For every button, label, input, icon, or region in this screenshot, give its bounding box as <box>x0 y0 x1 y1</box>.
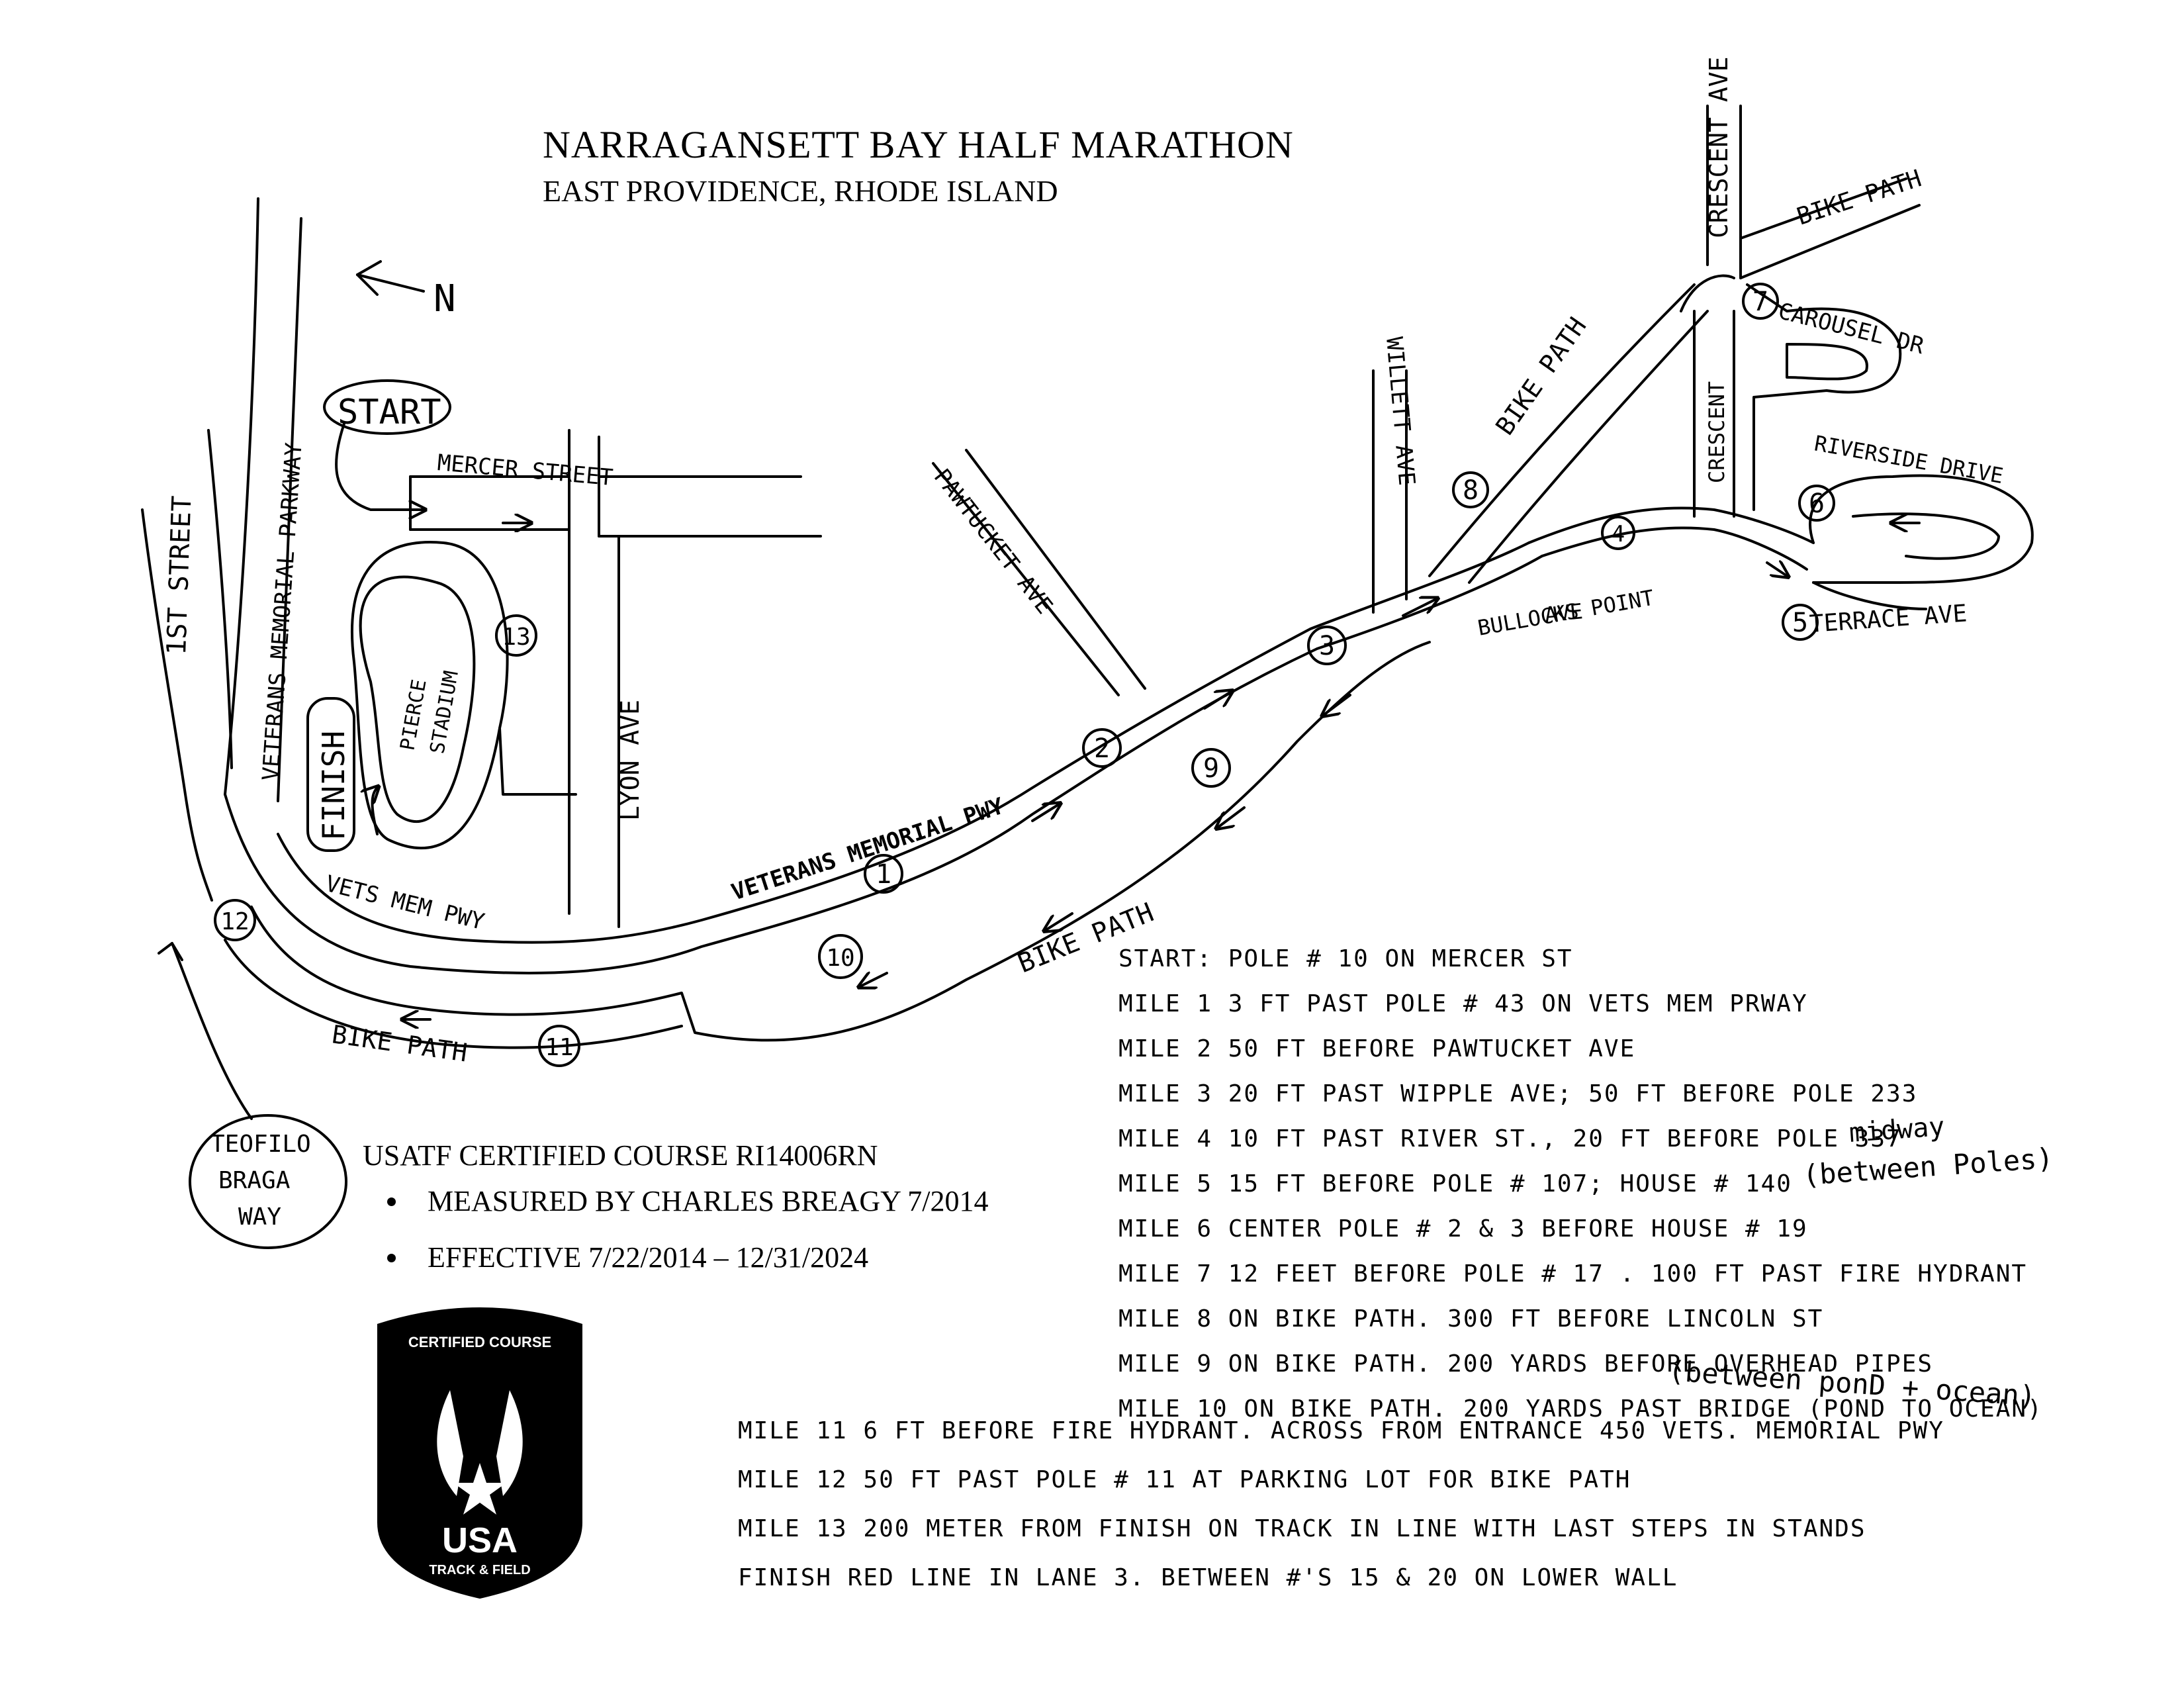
first-street <box>141 508 213 902</box>
mile-marker-7: 7 <box>1742 283 1779 320</box>
note-mile-12: MILE 12 50 FT PAST POLE # 11 AT PARKING … <box>738 1466 1631 1493</box>
note-mile-13: MILE 13 200 METER FROM FINISH ON TRACK I… <box>738 1515 1866 1542</box>
bike-path-diag-label: BIKE PATH <box>1490 312 1592 440</box>
pawtucket-ave-road <box>932 462 1120 696</box>
start-marker: START <box>323 379 451 435</box>
north-arrow <box>356 260 425 296</box>
note-finish: FINISH RED LINE IN LANE 3. BETWEEN #'S 1… <box>738 1564 1678 1591</box>
vets-mem-pwy-label: VETS MEM PWY <box>323 870 487 935</box>
bike-path-lower <box>250 641 1431 1042</box>
certification-block: USATF CERTIFIED COURSE RI14006RN MEASURE… <box>363 1139 988 1297</box>
crescent-mid-label: CRESCENT <box>1704 381 1729 483</box>
badge-tf: TRACK & FIELD <box>429 1563 530 1577</box>
terrace-label: TERRACE AVE <box>1809 600 1968 638</box>
mile-marker-13: 13 <box>495 614 537 657</box>
note-mile-11: MILE 11 6 FT BEFORE FIRE HYDRANT. ACROSS… <box>738 1417 1944 1444</box>
map-title: NARRAGANSETT BAY HALF MARATHON EAST PROV… <box>543 122 1294 209</box>
svg-text:4: 4 <box>1612 521 1625 547</box>
pierce-label-1: PIERCE <box>396 678 431 753</box>
lyon-label: LYON AVE <box>615 700 645 821</box>
mile-notes-lower: MILE 11 6 FT BEFORE FIRE HYDRANT. ACROSS… <box>738 1407 1944 1603</box>
mile-marker-2: 2 <box>1082 728 1122 768</box>
svg-text:3: 3 <box>1319 631 1335 661</box>
note-start: START: POLE # 10 ON MERCER ST <box>1118 945 1573 972</box>
carousel-dr <box>1746 283 1902 511</box>
svg-text:2: 2 <box>1094 733 1110 764</box>
svg-text:13: 13 <box>502 624 530 651</box>
usatf-badge: CERTIFIED COURSE USA TRACK & FIELD <box>377 1307 582 1599</box>
svg-text:7: 7 <box>1752 287 1768 317</box>
mile-marker-8: 8 <box>1452 471 1489 508</box>
note-mile-5: MILE 5 15 FT BEFORE POLE # 107; HOUSE # … <box>1118 1170 1792 1197</box>
badge-top-text: CERTIFIED COURSE <box>408 1334 551 1350</box>
finish-label: FINISH <box>316 731 351 841</box>
note-midway: midway <box>1848 1111 1945 1149</box>
bike-path-top-label: BIKE PATH <box>1794 165 1925 230</box>
mile-marker-5: 5 <box>1782 604 1819 641</box>
svg-text:6: 6 <box>1809 489 1825 519</box>
badge-usa: USA <box>442 1521 518 1560</box>
crescent-top-label: CRESCENT AVE <box>1704 56 1733 238</box>
veterans-mem-pwy-label: VETERANS MEMORIAL PWY <box>728 793 1007 906</box>
note-mile-10: MILE 10 ON BIKE PATH. 200 YARDS PAST BRI… <box>1118 1395 2043 1423</box>
mile-marker-4: 4 <box>1601 516 1635 550</box>
mile-marker-12: 12 <box>214 899 256 941</box>
svg-text:8: 8 <box>1463 475 1479 506</box>
willett-label: WILLETT AVE <box>1381 336 1420 487</box>
note-mile-4: MILE 4 10 FT PAST RIVER ST., 20 FT BEFOR… <box>1118 1125 1902 1152</box>
teofilo-braga-way: TEOFILO BRAGA WAY <box>189 1114 347 1249</box>
mile-markers: 1 2 3 4 5 6 7 8 9 10 11 12 13 <box>214 283 1835 1067</box>
race-title: NARRAGANSETT BAY HALF MARATHON <box>543 123 1294 166</box>
mile-marker-11: 11 <box>538 1025 580 1067</box>
teofilo-line-2: BRAGA <box>218 1167 291 1194</box>
bike-path-diag <box>1428 283 1696 577</box>
teofilo-line-3: WAY <box>238 1203 281 1231</box>
north-label: N <box>433 277 456 320</box>
svg-text:12: 12 <box>220 908 249 935</box>
mile-marker-6: 6 <box>1798 485 1835 522</box>
svg-text:10: 10 <box>826 945 854 972</box>
certified-course: USATF CERTIFIED COURSE RI14006RN <box>363 1139 878 1172</box>
svg-text:9: 9 <box>1203 753 1219 784</box>
note-mile-7: MILE 7 12 FEET BEFORE POLE # 17 . 100 FT… <box>1118 1260 2028 1288</box>
pierce-label-2: STADIUM <box>426 669 463 756</box>
measured-by: MEASURED BY CHARLES BREAGY 7/2014 <box>409 1184 988 1218</box>
bullocks-point-ave <box>1541 526 1808 571</box>
mile-marker-10: 10 <box>818 934 863 979</box>
finish-marker: FINISH <box>306 697 355 852</box>
bullocks-label-2: AVE <box>1543 598 1584 628</box>
note-mile-3: MILE 3 20 FT PAST WIPPLE AVE; 50 FT BEFO… <box>1118 1080 1918 1107</box>
mercer-label: MERCER STREET <box>436 449 614 491</box>
note-mile-2: MILE 2 50 FT BEFORE PAWTUCKET AVE <box>1118 1035 1636 1062</box>
crescent-ave <box>1706 105 1742 279</box>
vets-mem-pwy-road <box>224 555 1543 974</box>
effective-dates: EFFECTIVE 7/22/2014 – 12/31/2024 <box>409 1241 988 1274</box>
vets-parkway-label: VETERANS MEMORIAL PARKWAY <box>257 442 308 781</box>
vets-parkway-road <box>224 197 259 796</box>
note-mile-9: MILE 9 ON BIKE PATH. 200 YARDS BEFORE OV… <box>1118 1350 1934 1378</box>
race-location: EAST PROVIDENCE, RHODE ISLAND <box>543 174 1058 208</box>
svg-text:5: 5 <box>1792 608 1808 638</box>
note-mile-1: MILE 1 3 FT PAST POLE # 43 ON VETS MEM P… <box>1118 990 1808 1017</box>
svg-text:11: 11 <box>545 1034 573 1061</box>
riverside-label: RIVERSIDE DRIVE <box>1813 430 2005 489</box>
mile-marker-3: 3 <box>1307 626 1347 665</box>
svg-text:1: 1 <box>876 859 891 890</box>
mile-marker-9: 9 <box>1191 748 1231 788</box>
mile-marker-1: 1 <box>864 854 903 894</box>
note-mile-8: MILE 8 ON BIKE PATH. 300 FT BEFORE LINCO… <box>1118 1305 1824 1333</box>
start-label: START <box>338 393 441 432</box>
pierce-stadium <box>351 541 577 850</box>
mile-notes: START: POLE # 10 ON MERCER ST MILE 1 3 F… <box>1118 937 2043 1432</box>
riverside-drive <box>1809 474 2034 584</box>
note-mile-6: MILE 6 CENTER POLE # 2 & 3 BEFORE HOUSE … <box>1118 1215 1808 1243</box>
first-street-label: 1ST STREET <box>161 495 197 655</box>
teofilo-line-1: TEOFILO <box>210 1131 311 1158</box>
bike-path-bottom-label: BIKE PATH <box>330 1019 469 1067</box>
